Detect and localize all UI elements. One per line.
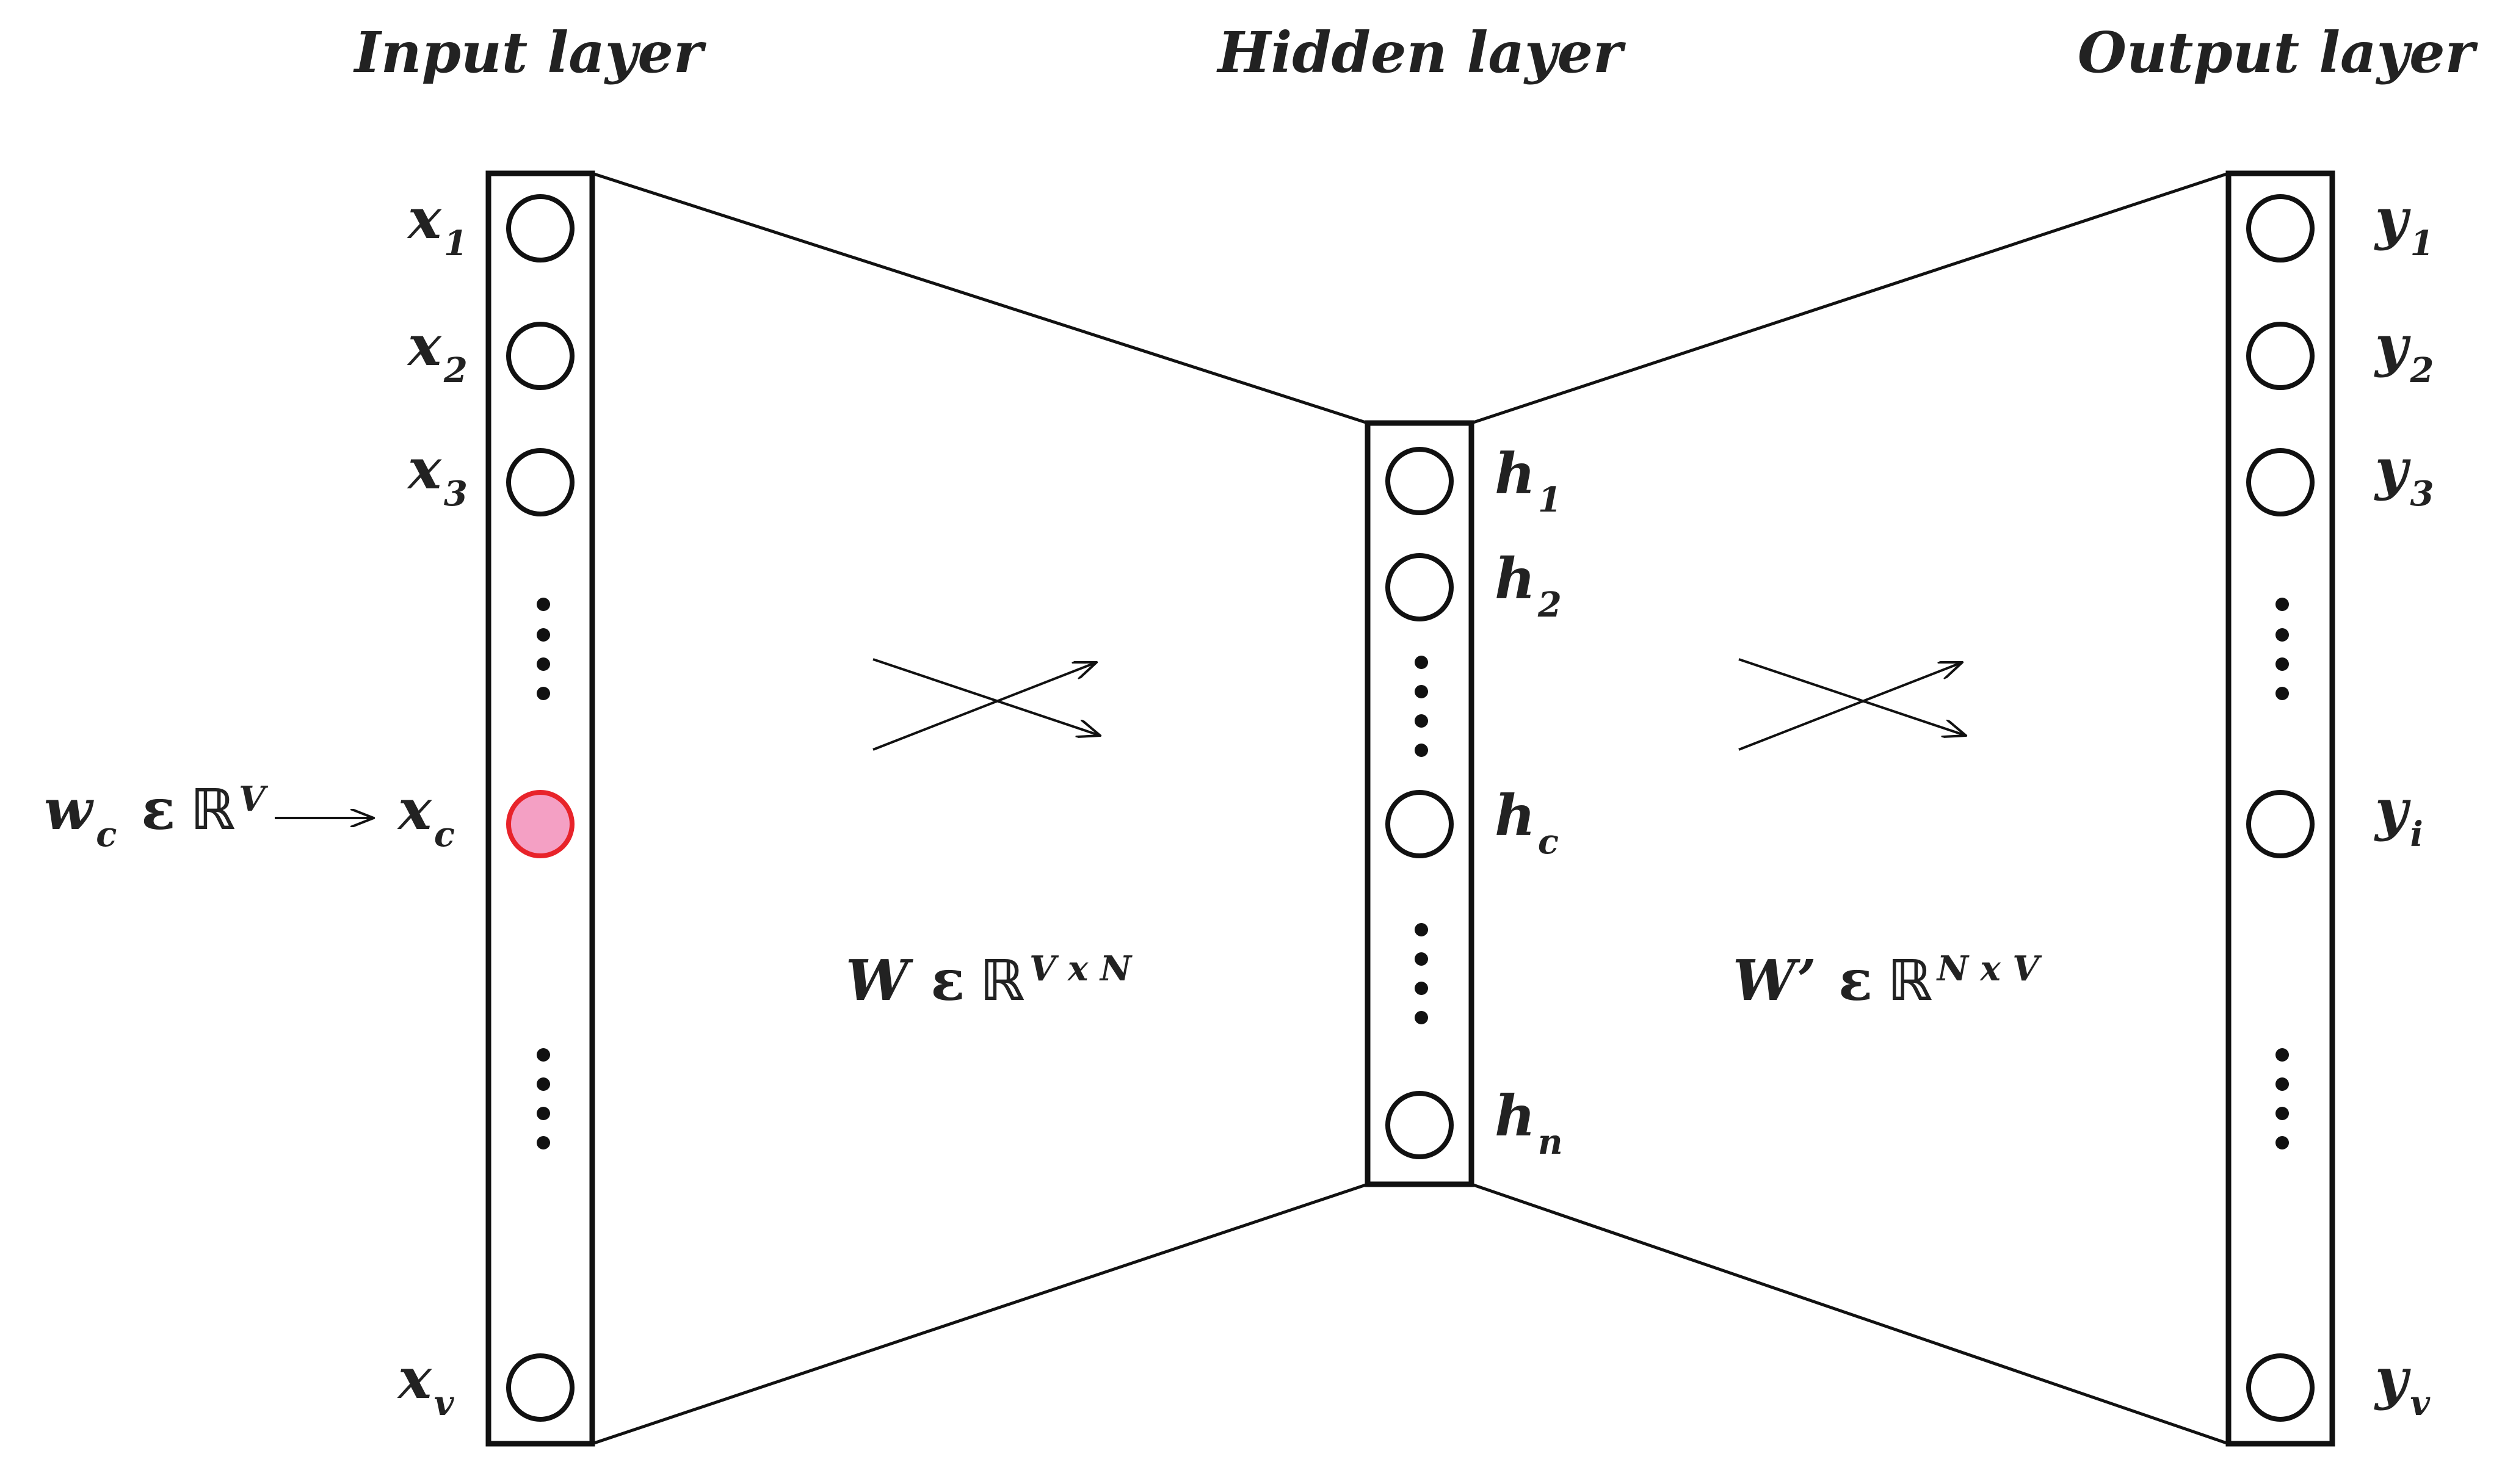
input-node-xv bbox=[506, 1353, 575, 1422]
output-label-y3: y3 bbox=[2374, 436, 2434, 514]
input-label-xv: xv bbox=[397, 1345, 455, 1424]
hidden-output-top-line bbox=[1471, 172, 2229, 425]
cross-arrows-right bbox=[1738, 658, 1966, 751]
hidden-layer-title: Hidden layer bbox=[1216, 20, 1626, 85]
hidden-output-bottom-line bbox=[1471, 1182, 2229, 1446]
hidden-label-hn: hn bbox=[1495, 1083, 1563, 1162]
hidden-labels: h1 h2 hc hn bbox=[1495, 441, 1563, 1162]
hidden-ellipsis-lower bbox=[1415, 923, 1428, 1024]
ellipsis-dots bbox=[537, 598, 2289, 1149]
input-ellipsis-lower bbox=[537, 1048, 550, 1149]
input-node-x2 bbox=[506, 322, 575, 390]
hidden-nodes bbox=[1385, 447, 1454, 1159]
cross-arrow-down-icon bbox=[1738, 658, 1966, 736]
input-label-x1: x1 bbox=[407, 186, 468, 264]
input-label-x2: x2 bbox=[407, 313, 468, 391]
hidden-label-h1: h1 bbox=[1495, 441, 1562, 520]
output-layer-title: Output layer bbox=[2078, 20, 2479, 85]
output-ellipsis-lower bbox=[2275, 1048, 2289, 1149]
output-label-yv: yv bbox=[2374, 1345, 2431, 1424]
hidden-node-hn bbox=[1385, 1091, 1454, 1159]
input-node-xc-highlighted bbox=[506, 790, 575, 858]
input-node-x3 bbox=[506, 448, 575, 516]
output-nodes bbox=[2246, 194, 2315, 1422]
hidden-ellipsis-upper bbox=[1415, 656, 1428, 757]
output-node-y2 bbox=[2246, 322, 2315, 390]
input-nodes bbox=[506, 194, 575, 1422]
input-hidden-top-line bbox=[592, 172, 1368, 425]
input-labels: x1 x2 x3 xc xv bbox=[397, 186, 468, 1424]
output-node-yv bbox=[2246, 1353, 2315, 1422]
output-node-y3 bbox=[2246, 448, 2315, 516]
hidden-node-h1 bbox=[1385, 447, 1454, 515]
output-label-yi: yi bbox=[2374, 776, 2423, 855]
hidden-layer-box bbox=[1365, 420, 1474, 1187]
connection-lines bbox=[592, 172, 2229, 1446]
output-layer-box bbox=[2225, 170, 2335, 1447]
output-label-y2: y2 bbox=[2374, 313, 2434, 391]
output-node-yi bbox=[2246, 790, 2315, 858]
cross-arrow-up-icon bbox=[1738, 662, 1962, 751]
cross-arrow-up-icon bbox=[872, 662, 1097, 751]
cross-arrow-down-icon bbox=[872, 658, 1100, 736]
hidden-node-hc bbox=[1385, 790, 1454, 858]
hidden-label-h2: h2 bbox=[1495, 546, 1562, 625]
input-node-x1 bbox=[506, 194, 575, 262]
input-label-xc: xc bbox=[397, 776, 455, 855]
input-hidden-bottom-line bbox=[592, 1182, 1368, 1446]
input-layer-box bbox=[485, 170, 595, 1447]
output-labels: y1 y2 y3 yi yv bbox=[2374, 186, 2434, 1424]
output-node-y1 bbox=[2246, 194, 2315, 262]
output-label-y1: y1 bbox=[2374, 186, 2434, 264]
input-layer-title: Input layer bbox=[353, 20, 707, 85]
input-label-x3: x3 bbox=[407, 436, 468, 514]
cross-arrows-left bbox=[872, 658, 1100, 751]
input-ellipsis-upper bbox=[537, 598, 550, 700]
hidden-node-h2 bbox=[1385, 553, 1454, 621]
output-ellipsis-upper bbox=[2275, 598, 2289, 700]
hidden-label-hc: hc bbox=[1495, 783, 1559, 862]
